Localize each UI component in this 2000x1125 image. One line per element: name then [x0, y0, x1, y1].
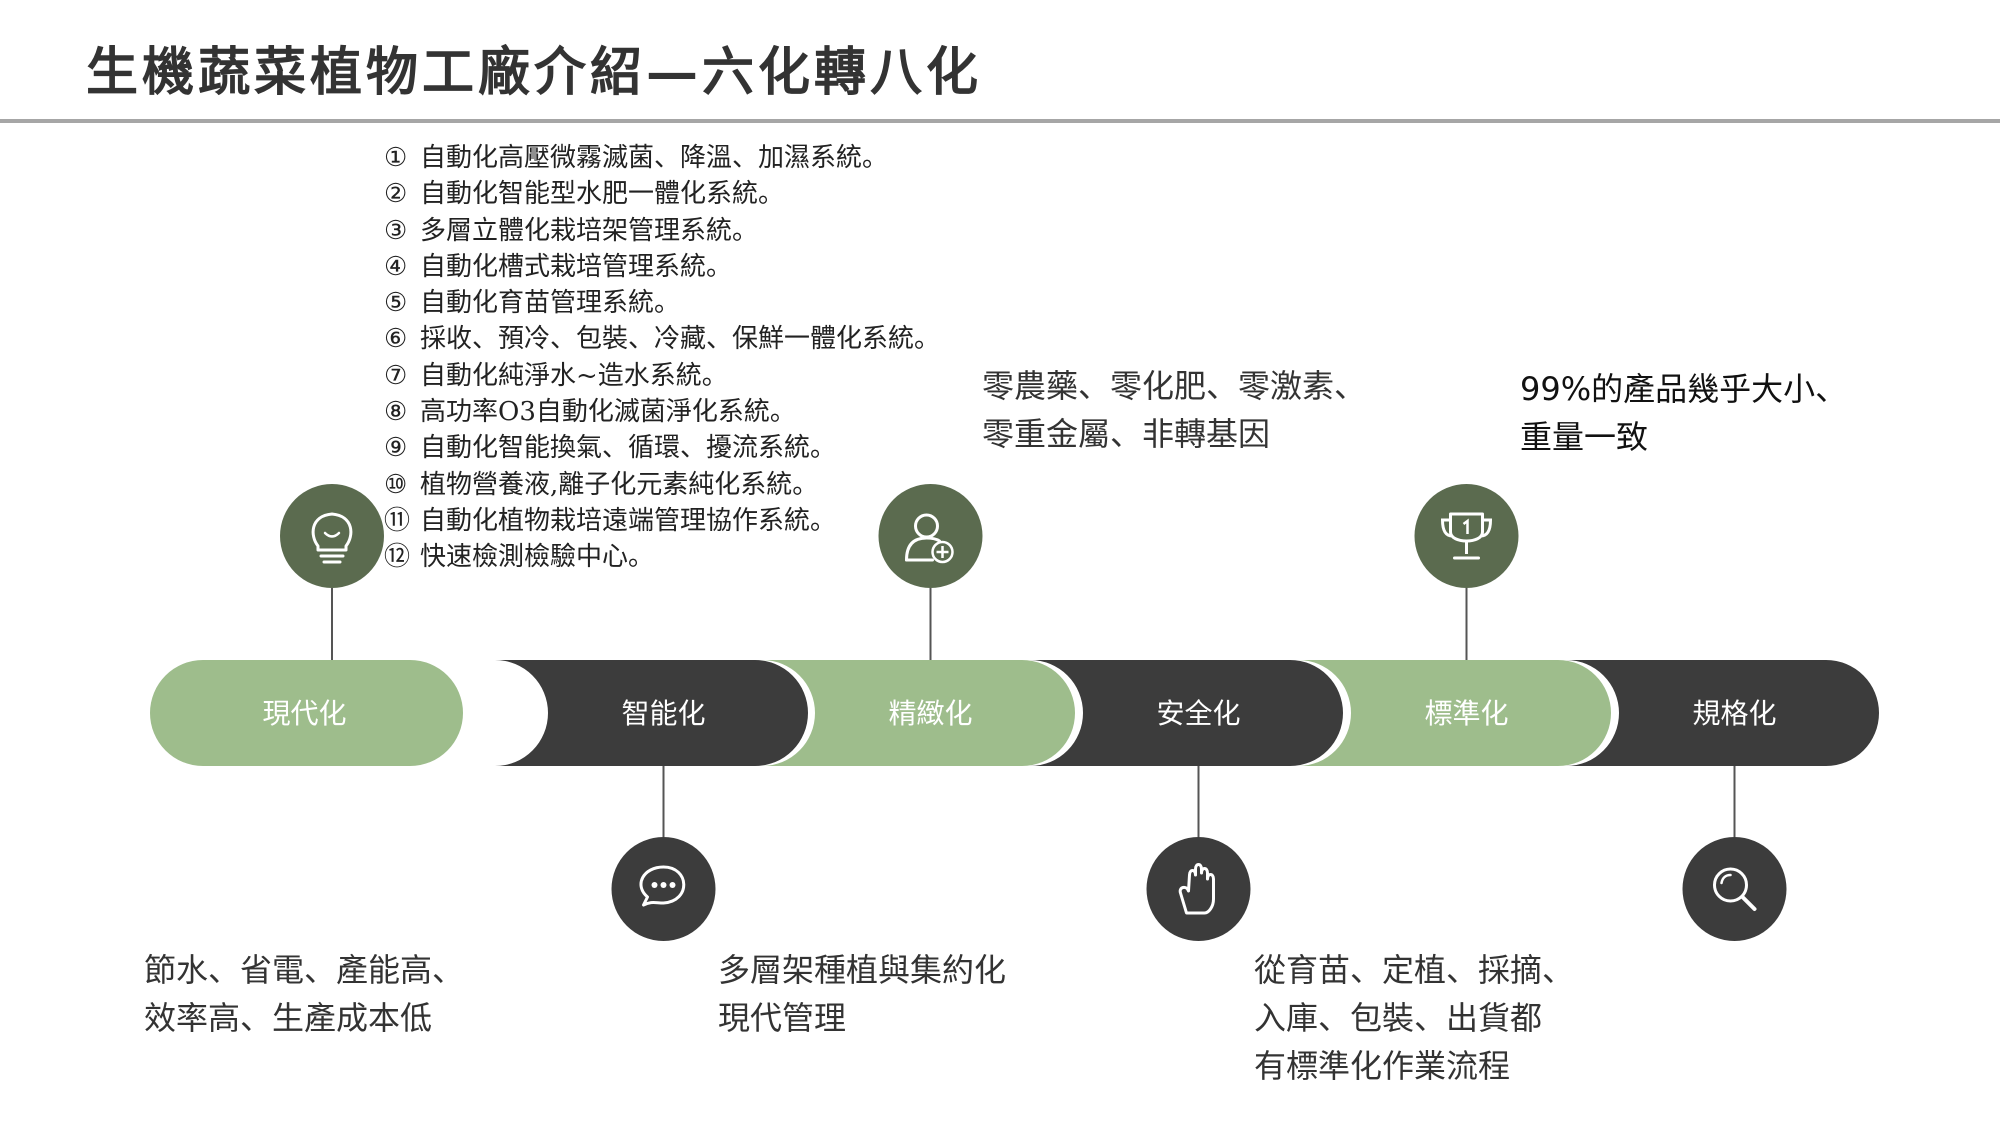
icon-circle — [611, 837, 716, 941]
segment-shape — [1566, 660, 1879, 766]
segment-label: 現代化 — [262, 697, 346, 730]
note-multilayer-line2: 現代管理 — [718, 999, 847, 1037]
feature-list: ① 自動化高壓微霧滅菌、降溫、加濕系統。 ② 自動化智能型水肥一體化系統。 ③ 多層立體化… — [384, 140, 940, 576]
note-zero: 零農藥、零化肥、零激素、 零重金屬、非轉基因 — [982, 362, 1366, 458]
feature-item: ⑪ 自動化植物栽培遠端管理協作系統。 — [384, 503, 940, 539]
segment-label: 智能化 — [621, 697, 705, 730]
feature-text: 自動化高壓微霧滅菌、降溫、加濕系統。 — [420, 143, 889, 173]
feature-text: 植物營養液,離子化元素純化系統。 — [420, 469, 819, 500]
note-uniform-line2: 重量一致 — [1520, 418, 1649, 456]
note-multilayer: 多層架種植與集約化 現代管理 — [718, 946, 1006, 1042]
feature-number: ⑧ — [384, 397, 408, 428]
feature-text: 自動化育苗管理系統。 — [420, 288, 681, 319]
segment-shape — [762, 660, 1075, 766]
feature-number: ① — [384, 143, 408, 173]
feature-item: ② 自動化智能型水肥一體化系統。 — [384, 176, 940, 212]
segment-shape — [150, 660, 463, 766]
feature-number: ② — [384, 179, 408, 210]
feature-item: ④ 自動化槽式栽培管理系統。 — [384, 249, 940, 285]
note-process-line3: 有標準化作業流程 — [1254, 1047, 1511, 1085]
trophy-icon — [1440, 512, 1493, 560]
note-efficiency-line2: 效率高、生產成本低 — [144, 999, 433, 1037]
feature-text: 多層立體化栽培架管理系統。 — [420, 215, 759, 246]
segment-shape — [495, 660, 808, 766]
icon-circle — [1414, 484, 1519, 588]
feature-number: ⑪ — [384, 505, 411, 536]
feature-item: ③ 多層立體化栽培架管理系統。 — [384, 213, 940, 249]
feature-text: 高功率O3自動化滅菌淨化系統。 — [420, 397, 796, 428]
segment-label: 精緻化 — [888, 697, 972, 730]
note-zero-line2: 零重金屬、非轉基因 — [982, 415, 1271, 453]
feature-number: ⑦ — [384, 360, 408, 391]
note-zero-line1: 零農藥、零化肥、零激素、 — [982, 367, 1367, 405]
search-icon — [1713, 867, 1757, 911]
feature-item: ⑤ 自動化育苗管理系統。 — [384, 285, 940, 321]
step-segment: 現代化 — [150, 484, 463, 766]
feature-text: 自動化純淨水~造水系統。 — [420, 360, 728, 391]
note-uniform-line1: 99%的產品幾乎大小、 — [1520, 370, 1848, 408]
feature-text: 快速檢測檢驗中心。 — [420, 542, 655, 573]
user-add-icon — [905, 513, 954, 564]
icon-circle — [1682, 837, 1787, 941]
feature-number: ⑫ — [384, 542, 411, 573]
feature-text: 自動化智能型水肥一體化系統。 — [420, 179, 785, 210]
step-segment: 安全化 — [1030, 660, 1343, 941]
note-uniform: 99%的產品幾乎大小、 重量一致 — [1520, 365, 1847, 461]
feature-number: ⑨ — [384, 433, 408, 464]
feature-item: ⑥ 採收、預冷、包裝、冷藏、保鮮一體化系統。 — [384, 321, 940, 357]
step-segment: 標準化 — [1298, 484, 1611, 766]
feature-number: ⑥ — [384, 324, 408, 355]
note-efficiency: 節水、省電、產能高、 效率高、生產成本低 — [144, 946, 464, 1042]
segment-label: 標準化 — [1424, 697, 1508, 730]
step-segment: 智能化 — [495, 660, 808, 941]
step-segment: 精緻化 — [762, 484, 1075, 766]
feature-number: ③ — [384, 215, 408, 246]
feature-text: 採收、預冷、包裝、冷藏、保鮮一體化系統。 — [420, 324, 941, 355]
feature-item: ⑧ 高功率O3自動化滅菌淨化系統。 — [384, 394, 940, 430]
feature-item: ⑦ 自動化純淨水~造水系統。 — [384, 358, 940, 394]
segment-shape — [1030, 660, 1343, 766]
note-multilayer-line1: 多層架種植與集約化 — [718, 951, 1007, 989]
step-segment: 規格化 — [1566, 660, 1879, 941]
feature-item: ⑫ 快速檢測檢驗中心。 — [384, 539, 940, 575]
icon-circle — [1146, 837, 1251, 941]
feature-item: ① 自動化高壓微霧滅菌、降溫、加濕系統。 — [384, 140, 940, 176]
feature-text: 自動化智能換氣、循環、擾流系統。 — [420, 433, 837, 464]
chat-bubble-icon — [639, 865, 686, 907]
feature-number: ⑩ — [384, 469, 408, 500]
lightbulb-icon — [311, 512, 353, 564]
feature-item: ⑩ 植物營養液,離子化元素純化系統。 — [384, 467, 940, 503]
raised-hand-icon — [1178, 863, 1215, 915]
feature-number: ④ — [384, 251, 408, 282]
feature-item: ⑨ 自動化智能換氣、循環、擾流系統。 — [384, 430, 940, 466]
page-title: 生機蔬菜植物工廠介紹—六化轉八化 — [86, 42, 983, 103]
feature-text: 自動化植物栽培遠端管理協作系統。 — [420, 505, 837, 536]
note-efficiency-line1: 節水、省電、產能高、 — [144, 951, 465, 989]
segment-label: 規格化 — [1692, 697, 1776, 730]
note-process-line2: 入庫、包裝、出貨都 — [1254, 999, 1543, 1037]
segment-shape — [1298, 660, 1611, 766]
feature-number: ⑤ — [384, 288, 408, 319]
note-process: 從育苗、定植、採摘、 入庫、包裝、出貨都 有標準化作業流程 — [1254, 946, 1574, 1090]
segment-label: 安全化 — [1156, 697, 1240, 730]
feature-text: 自動化槽式栽培管理系統。 — [420, 251, 733, 282]
title-divider — [0, 119, 2000, 123]
note-process-line1: 從育苗、定植、採摘、 — [1254, 951, 1575, 989]
